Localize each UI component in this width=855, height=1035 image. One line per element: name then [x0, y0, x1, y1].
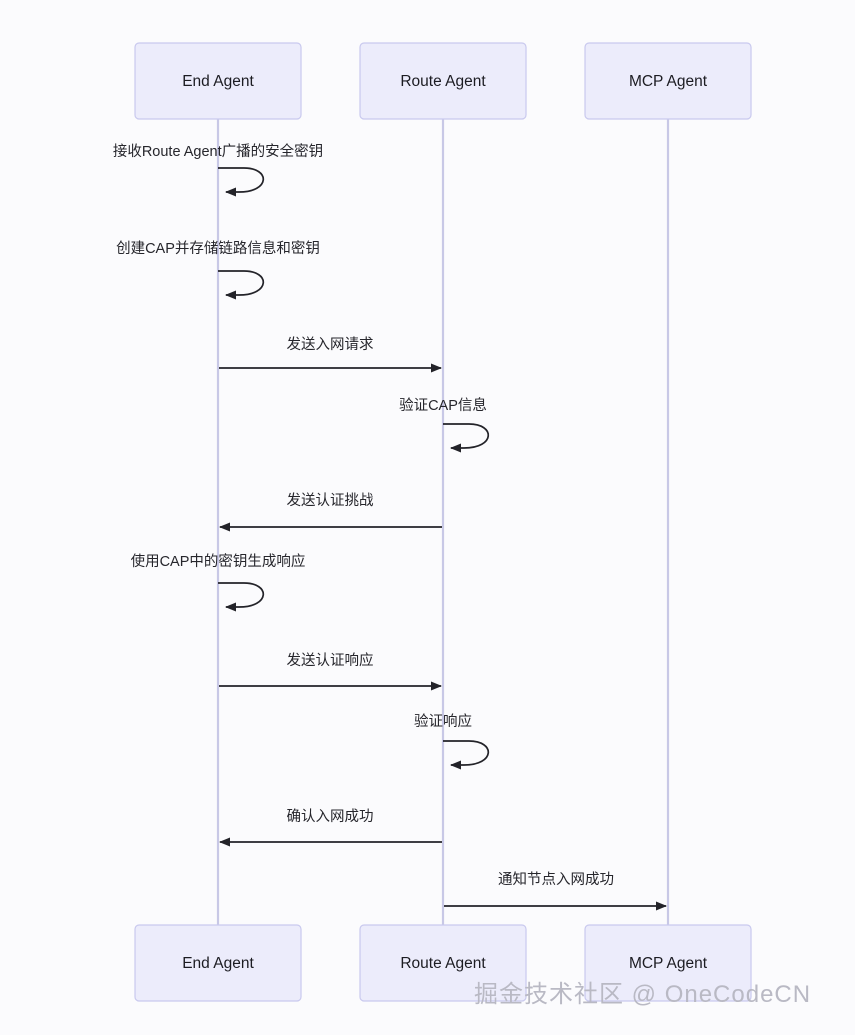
message-label-m10: 通知节点入网成功 — [498, 871, 614, 888]
actor-label-end-agent-bottom: End Agent — [182, 955, 254, 972]
self-message-arrow-m8 — [443, 740, 490, 770]
message-label-m2: 创建CAP并存储链路信息和密钥 — [116, 240, 320, 257]
actor-label-mcp-agent-bottom: MCP Agent — [629, 955, 708, 972]
actor-label-route-agent-bottom: Route Agent — [400, 955, 486, 972]
lifelines-group — [216, 119, 670, 925]
message-m10[interactable]: 通知节点入网成功 — [444, 871, 667, 911]
message-label-m1: 接收Route Agent广播的安全密钥 — [113, 142, 323, 160]
self-message-arrow-m6 — [218, 582, 265, 612]
actor-label-route-agent-top: Route Agent — [400, 73, 486, 90]
message-m7[interactable]: 发送认证响应 — [219, 651, 442, 691]
message-label-m8: 验证响应 — [414, 712, 472, 730]
actor-box-route-agent-top[interactable] — [359, 42, 527, 120]
actor-box-route-agent-bottom[interactable] — [359, 924, 527, 1002]
self-message-arrow-m4 — [443, 423, 490, 453]
message-label-m9: 确认入网成功 — [287, 808, 374, 825]
actor-box-mcp-agent-top[interactable] — [584, 42, 752, 120]
self-message-arrow-m2 — [218, 270, 265, 300]
message-label-m5: 发送认证挑战 — [287, 492, 374, 509]
message-m2[interactable]: 创建CAP并存储链路信息和密钥 — [116, 240, 320, 300]
message-m9[interactable]: 确认入网成功 — [219, 808, 442, 847]
message-m1[interactable]: 接收Route Agent广播的安全密钥 — [113, 142, 323, 197]
self-message-arrow-m1 — [218, 167, 265, 197]
message-label-m6: 使用CAP中的密钥生成响应 — [131, 552, 306, 570]
message-label-m3: 发送入网请求 — [287, 336, 374, 353]
message-m8[interactable]: 验证响应 — [414, 712, 490, 770]
actor-box-mcp-agent-bottom[interactable] — [584, 924, 752, 1002]
messages-group: 接收Route Agent广播的安全密钥创建CAP并存储链路信息和密钥发送入网请… — [113, 142, 667, 911]
message-label-m7: 发送认证响应 — [287, 651, 374, 669]
actor-box-end-agent-bottom[interactable] — [134, 924, 302, 1002]
message-m5[interactable]: 发送认证挑战 — [219, 492, 442, 532]
actor-headers-group: End Agent Route Agent MCP Agent — [134, 42, 752, 120]
message-m6[interactable]: 使用CAP中的密钥生成响应 — [131, 552, 306, 612]
actor-box-end-agent-top[interactable] — [134, 42, 302, 120]
actor-footers-group: End Agent Route Agent MCP Agent — [134, 924, 752, 1002]
message-m3[interactable]: 发送入网请求 — [219, 336, 442, 373]
actor-label-mcp-agent-top: MCP Agent — [629, 73, 708, 90]
message-label-m4: 验证CAP信息 — [399, 397, 487, 414]
watermark-label: 掘金技术社区 @ OneCodeCN — [474, 981, 811, 1008]
message-m4[interactable]: 验证CAP信息 — [399, 397, 490, 453]
actor-label-end-agent-top: End Agent — [182, 73, 254, 90]
